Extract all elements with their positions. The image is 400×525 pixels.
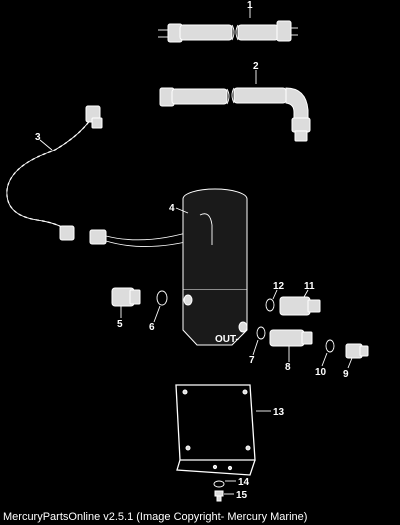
callout-12: 12 [273,281,285,292]
part-5-fitting[interactable] [111,287,141,307]
part-14-washer[interactable] [213,480,225,488]
callout-1: 1 [247,0,253,11]
leader-6 [153,305,161,323]
part-8-fitting[interactable] [269,329,313,347]
leader-3 [39,139,53,151]
leader-7 [252,339,259,356]
leader-4 [175,207,189,214]
part-10-o-ring[interactable] [325,339,335,353]
outlet-marking: OUT- [215,334,239,345]
callout-8: 8 [285,362,291,373]
part-12-o-ring[interactable] [265,298,275,312]
part-6-o-ring[interactable] [156,290,168,306]
callout-4: 4 [169,203,175,214]
leader-12 [272,289,278,300]
callout-7: 7 [249,355,255,366]
callout-14: 14 [238,477,250,488]
callout-6: 6 [149,322,155,333]
callout-2: 2 [253,61,259,72]
leader-11 [303,289,309,298]
callout-11: 11 [304,281,315,292]
part-3-wiring-harness[interactable] [6,105,199,247]
leader-9 [347,357,353,369]
callout-15: 15 [236,490,248,501]
part-13-bracket[interactable] [175,384,256,476]
part-4-pump-body[interactable]: OUT- [182,188,248,346]
callout-3: 3 [35,132,41,143]
copyright-footer: MercuryPartsOnline v2.5.1 (Image Copyrig… [3,511,308,523]
part-11-fitting[interactable] [279,296,321,316]
part-9-fitting[interactable] [345,343,369,359]
part-7-o-ring[interactable] [256,326,266,340]
part-15-screw[interactable] [214,490,224,502]
callout-5: 5 [117,319,123,330]
part-1-hose[interactable] [158,20,298,43]
leader-10 [321,352,328,367]
part-2-hose-elbow[interactable] [159,87,311,142]
callout-13: 13 [273,407,285,418]
callout-9: 9 [343,369,349,380]
callout-10: 10 [315,367,327,378]
